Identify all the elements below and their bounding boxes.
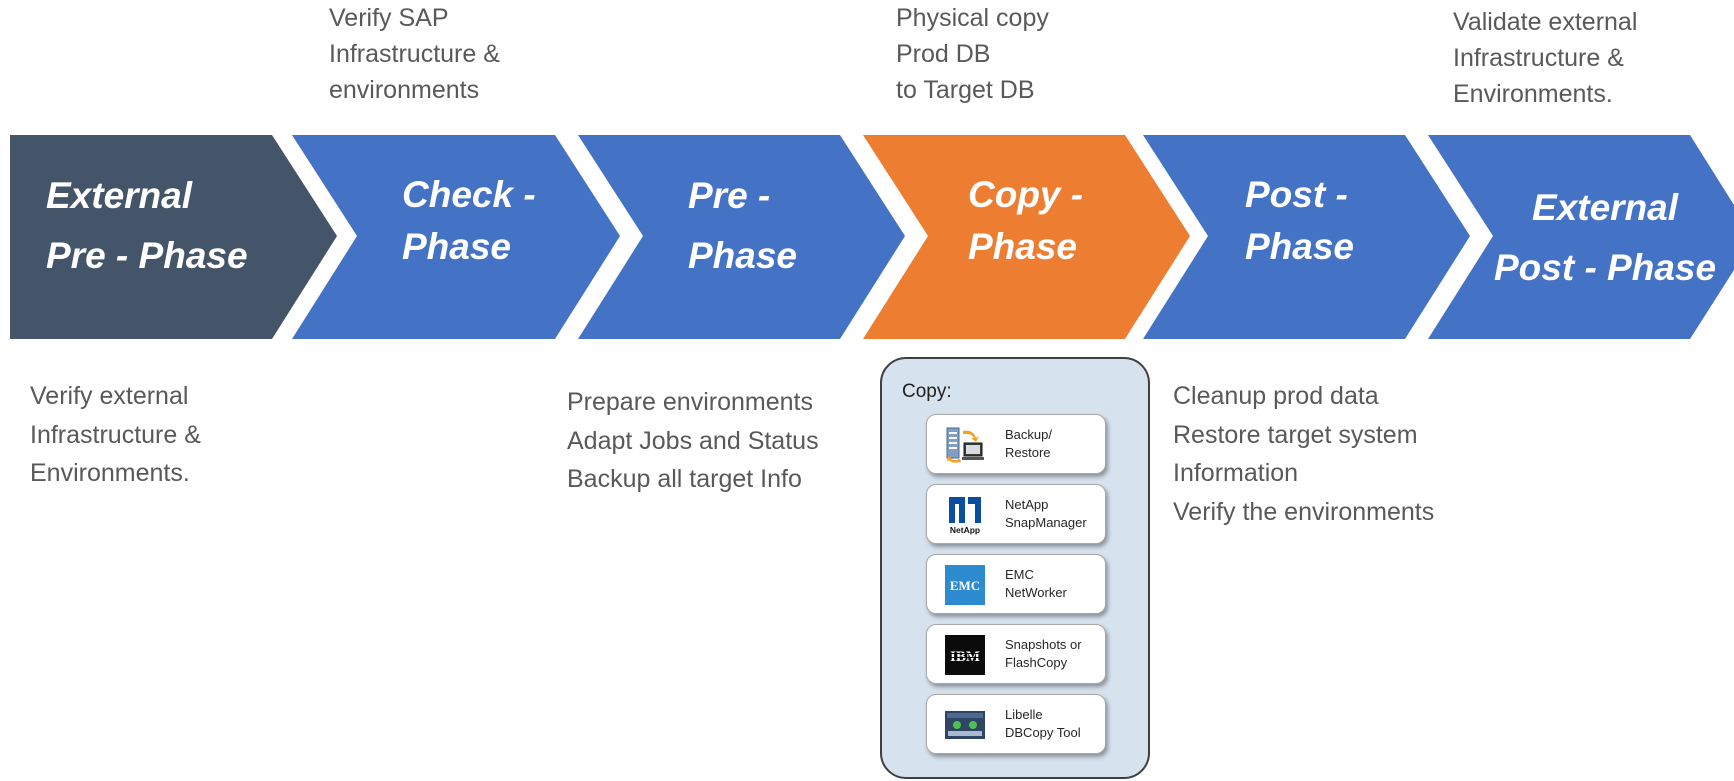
chevron-pre-phase — [578, 135, 905, 339]
tool-backup-restore: Backup/ Restore — [926, 414, 1106, 474]
chevron-external-post-phase — [1428, 135, 1734, 339]
note-external-pre-phase: Verify external Infrastructure & Environ… — [30, 382, 201, 487]
emc-logo: EMC — [945, 565, 985, 605]
ibm-logo: IBM — [945, 635, 985, 675]
backup-restore-icon — [946, 427, 984, 463]
svg-text:EMC: EMC — [950, 578, 980, 593]
phase-label-pre: Pre - Phase — [688, 175, 798, 276]
libelle-screenshot-icon — [945, 711, 985, 739]
tool-ibm-flashcopy: IBM Snapshots or FlashCopy — [926, 624, 1106, 684]
phase-label-external-pre: External Pre - Phase — [46, 175, 248, 276]
svg-text:NetApp: NetApp — [950, 525, 980, 535]
note-copy-phase: Physical copy Prod DB to Target DB — [896, 4, 1049, 104]
phase-label-check: Check - Phase — [402, 174, 536, 267]
tool-label-libelle: Libelle DBCopy Tool — [1005, 707, 1081, 740]
tool-libelle-dbcopy: Libelle DBCopy Tool — [926, 694, 1106, 754]
netapp-logo: NetApp — [949, 497, 981, 535]
phase-label-post: Post - Phase — [1245, 174, 1355, 267]
tool-label-emc: EMC NetWorker — [1005, 567, 1067, 600]
chevron-post-phase — [1143, 135, 1470, 339]
note-post-phase: Cleanup prod data Restore target system … — [1173, 382, 1435, 526]
phase-label-external-post: External Post - Phase — [1494, 187, 1717, 288]
note-check-phase: Verify SAP Infrastructure & environments — [329, 4, 500, 104]
copy-tools-title: Copy: — [902, 381, 952, 402]
phase-label-copy: Copy - Phase — [968, 174, 1084, 267]
tool-emc-networker: EMC EMC NetWorker — [926, 554, 1106, 614]
chevron-check-phase — [292, 135, 620, 339]
note-external-post-phase: Validate external Infrastructure & Envir… — [1453, 8, 1638, 108]
tool-label-netapp: NetApp SnapManager — [1005, 497, 1087, 530]
chevron-external-pre-phase — [10, 135, 337, 339]
tool-label-backup-restore: Backup/ Restore — [1005, 427, 1052, 460]
tool-label-ibm: Snapshots or FlashCopy — [1005, 637, 1082, 670]
tool-netapp-snapmanager: NetApp NetApp SnapManager — [926, 484, 1106, 544]
chevron-copy-phase — [863, 135, 1190, 339]
copy-tools-panel: Copy: Backup/ Restore NetApp NetApp Snap… — [880, 357, 1150, 779]
note-pre-phase: Prepare environments Adapt Jobs and Stat… — [567, 388, 819, 493]
